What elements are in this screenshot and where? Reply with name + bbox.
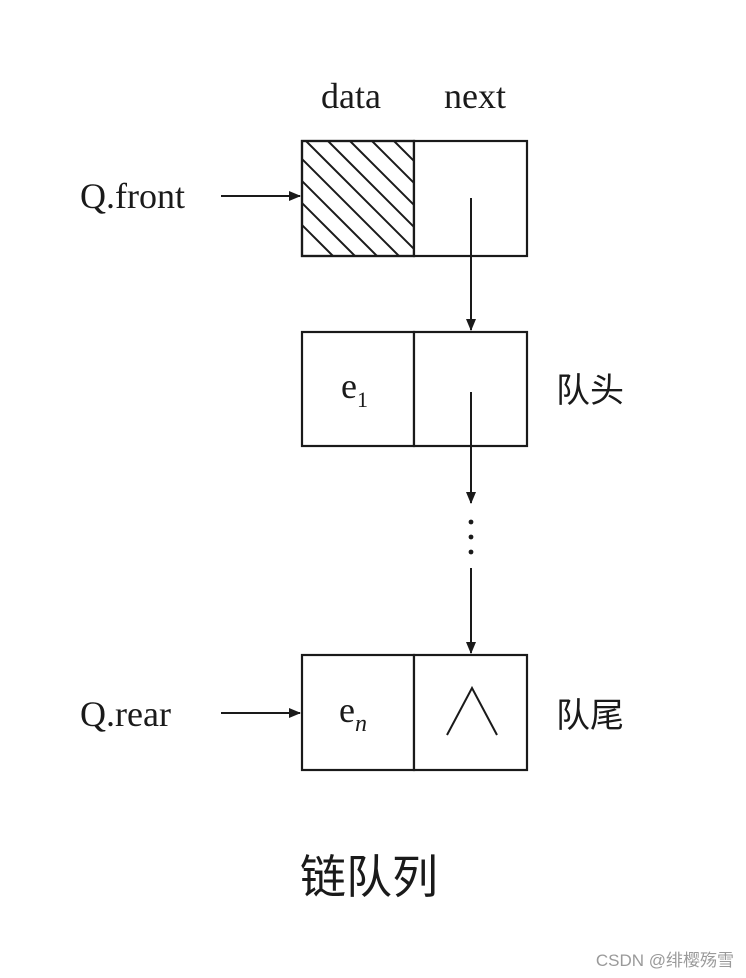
front-pointer-label: Q.front	[80, 176, 185, 216]
rear-pointer-label: Q.rear	[80, 694, 171, 734]
last-node-next-cell	[412, 653, 529, 772]
first-element-label: e1	[341, 366, 368, 412]
last-element-node: en	[300, 653, 529, 772]
data-field-label: data	[321, 76, 381, 116]
first-node-data-cell	[300, 330, 416, 448]
watermark: CSDN @绯樱殇雪	[596, 951, 734, 970]
next-field-label: next	[444, 76, 506, 116]
last-element-label: en	[339, 690, 367, 737]
ellipsis-dots	[468, 519, 474, 555]
head-node	[300, 139, 529, 258]
diagram-caption: 链队列	[300, 850, 438, 904]
queue-tail-label: 队尾	[556, 696, 624, 736]
queue-head-label: 队头	[556, 371, 624, 411]
null-symbol	[446, 685, 498, 736]
first-element-node: e1	[300, 330, 529, 448]
